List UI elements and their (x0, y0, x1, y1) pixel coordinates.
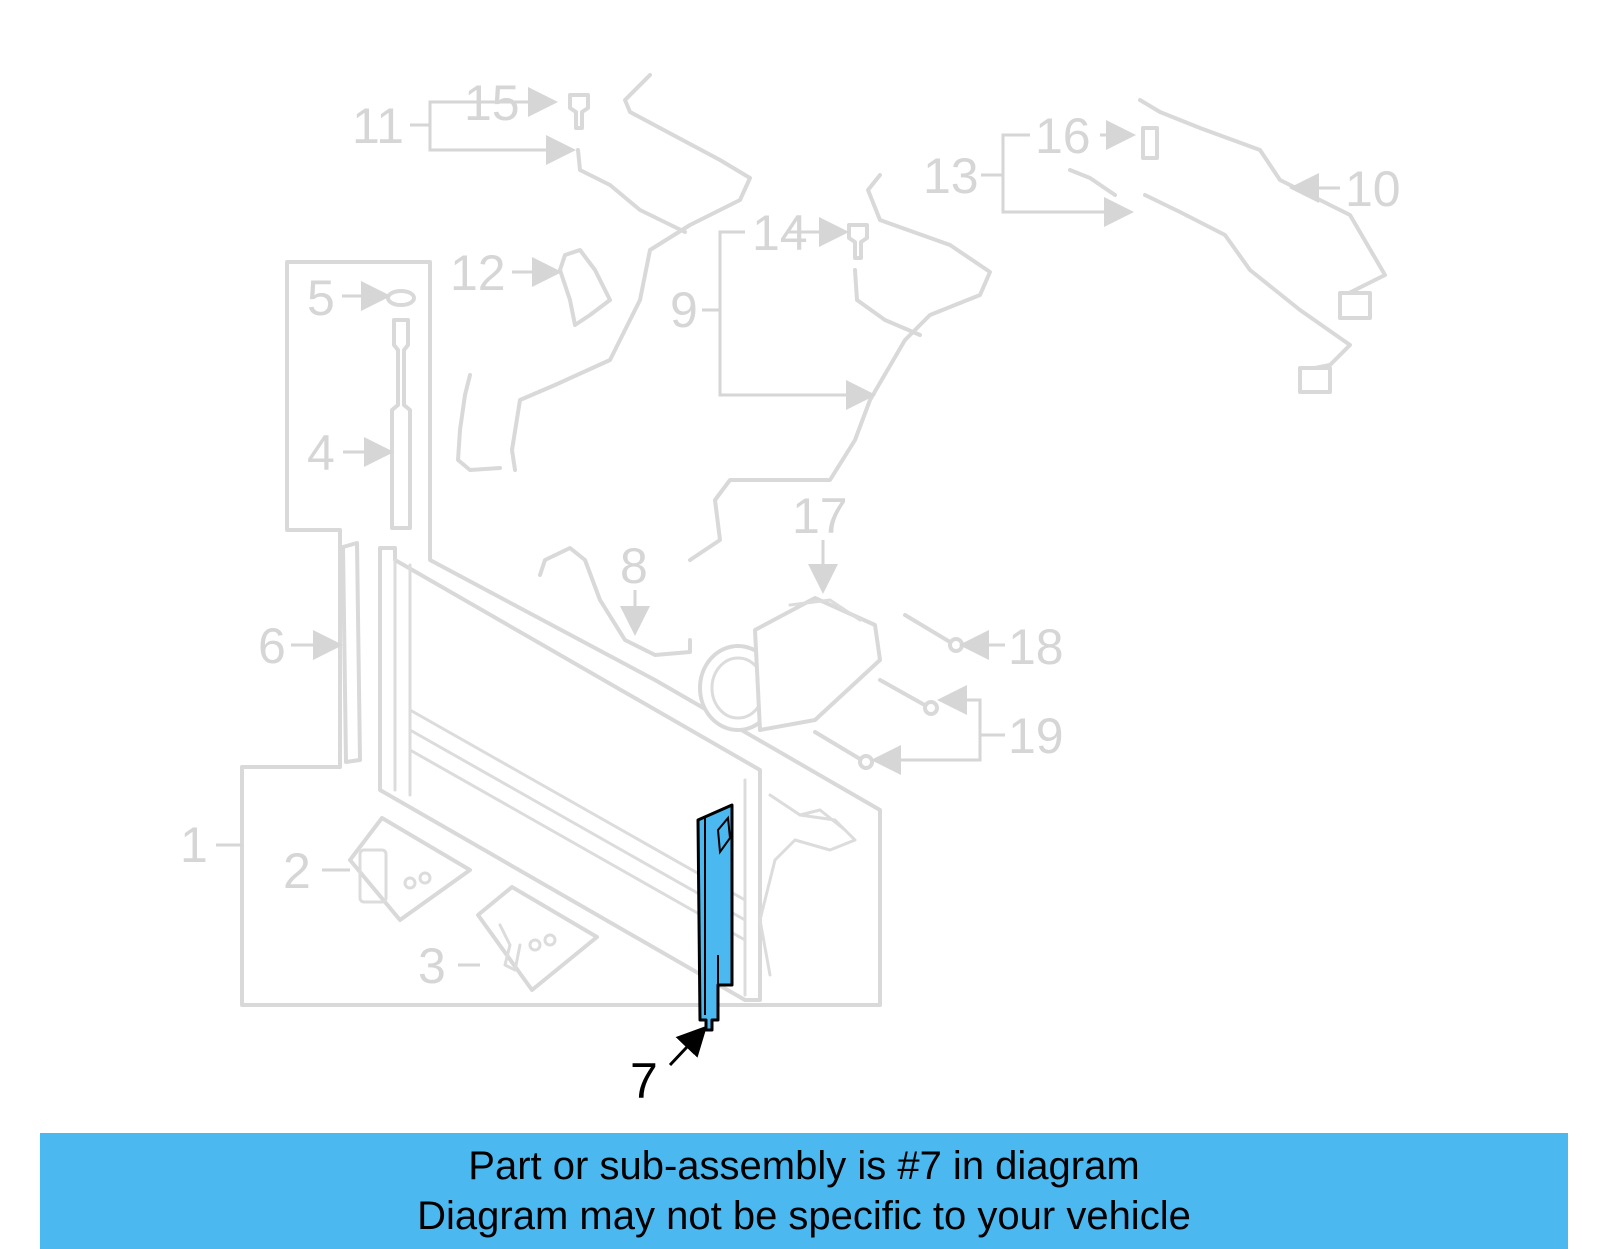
callout-15: 15 (464, 75, 520, 131)
callout-8: 8 (620, 538, 648, 594)
callout-11: 11 (352, 98, 404, 154)
callout-6: 6 (258, 618, 286, 674)
bracket-kit-2 (348, 816, 472, 922)
callout-14: 14 (752, 205, 808, 261)
ac-lines (456, 73, 1387, 770)
callout-13: 13 (923, 148, 979, 204)
callout-3: 3 (418, 938, 446, 994)
banner-line-part: Part or sub-assembly is #7 in diagram (468, 1144, 1140, 1188)
callout-5: 5 (307, 270, 335, 326)
condenser (378, 546, 857, 1002)
callout-2: 2 (283, 843, 311, 899)
receiver-drier-group-box (240, 260, 882, 1007)
leader-7 (668, 1025, 708, 1067)
banner-line-disclaimer: Diagram may not be specific to your vehi… (417, 1194, 1191, 1238)
seal-strip (341, 541, 362, 764)
info-banner: Part or sub-assembly is #7 in diagram Di… (40, 1133, 1568, 1249)
leader-lines (216, 87, 1340, 967)
callout-1: 1 (180, 817, 208, 873)
callout-19: 19 (1008, 708, 1064, 764)
callout-16: 16 (1035, 108, 1091, 164)
callout-17: 17 (792, 488, 848, 544)
bracket-kit-3 (476, 885, 599, 992)
receiver-drier (386, 289, 416, 530)
callout-labels: 1 2 3 4 5 6 7 8 9 10 11 12 13 14 15 16 1… (180, 75, 1401, 1109)
callout-4: 4 (307, 425, 335, 481)
callout-12: 12 (450, 245, 506, 301)
highlighted-part-7[interactable] (696, 803, 734, 1032)
callout-9: 9 (670, 282, 698, 338)
callout-7: 7 (630, 1053, 658, 1109)
callout-10: 10 (1345, 161, 1401, 217)
callout-18: 18 (1008, 619, 1064, 675)
